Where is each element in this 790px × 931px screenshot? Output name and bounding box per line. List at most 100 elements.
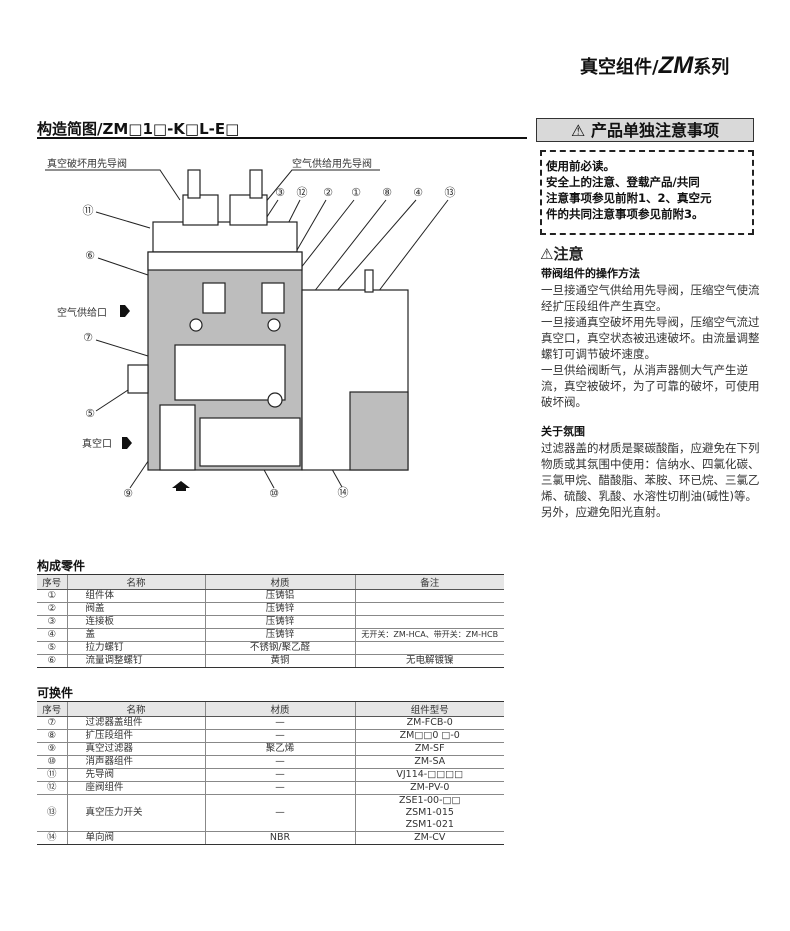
cell-material: 压铸锌 <box>204 628 355 642</box>
must-read-line: 件的共同注意事项参见前附3。 <box>546 207 704 221</box>
silencer <box>199 417 301 467</box>
supply-arrow-icon <box>120 305 130 317</box>
callout-12: ⑫ <box>297 186 308 199</box>
cell-no: ⑧ <box>37 729 67 743</box>
cell-material: 压铸锌 <box>204 615 355 629</box>
leader-supply-valve <box>254 169 380 216</box>
vacuum-arrow-icon <box>122 437 132 449</box>
cell-material: — <box>204 716 355 730</box>
cell-no: ② <box>37 602 67 616</box>
cell-material: — <box>204 794 355 832</box>
cell-name: 拉力螺钉 <box>66 641 205 655</box>
cell-material: 黄铜 <box>204 654 355 668</box>
cell-name: 连接板 <box>66 615 205 629</box>
cell-no: ⑭ <box>37 831 67 845</box>
cell-model: ZM-SA <box>354 755 504 769</box>
cell-note: 无电解镀镍 <box>354 654 504 668</box>
structure-diagram: 真空破坏用先导阀 空气供给用先导阀 空气供给口 真空口 ⑪ ⑥ ⑦ ⑤ ⑨ ⑩ … <box>45 157 456 500</box>
cell-note <box>354 641 504 655</box>
notice-heading: ⚠注意 <box>540 245 584 263</box>
col-header: 备注 <box>354 574 504 590</box>
callout-11: ⑪ <box>83 204 94 217</box>
col-header: 名称 <box>66 701 205 717</box>
col-header: 材质 <box>204 574 355 590</box>
section-title: 构造简图/ZM□1□-K□L-E□ <box>37 120 240 138</box>
cell-name: 单向阀 <box>66 831 205 845</box>
cell-note <box>354 615 504 629</box>
callout-7: ⑦ <box>83 331 93 344</box>
cell-name: 真空过滤器 <box>66 742 205 756</box>
col-header: 组件型号 <box>354 701 504 717</box>
series-suffix: 系列 <box>693 57 730 78</box>
must-read-line: 注意事项参见前附1、2、真空元 <box>546 191 712 205</box>
cell-note: 无开关：ZM-HCA、带开关：ZM-HCB <box>354 628 504 642</box>
parts-table-title: 构成零件 <box>37 559 86 573</box>
cell-material: 压铸锌 <box>204 602 355 616</box>
series-cn: 真空组件/ <box>580 57 659 78</box>
callout-10: ⑩ <box>269 487 279 500</box>
callout-14: ⑭ <box>338 486 349 499</box>
cell-no: ⑫ <box>37 781 67 795</box>
col-header: 材质 <box>204 701 355 717</box>
series-header: 真空组件/ZM系列 <box>580 52 729 80</box>
callout-1: ① <box>351 186 361 199</box>
cell-no: ⑤ <box>37 641 67 655</box>
cell-model: ZM-CV <box>354 831 504 845</box>
environment-para: 过滤器盖的材质是聚碳酸酯，应避免在下列物质或其氛围中使用：信纳水、四氯化碳、三氯… <box>541 441 760 503</box>
environment-para: 另外，应避免阳光直射。 <box>541 505 668 519</box>
table-header-row: 序号 名称 材质 组件型号 <box>37 701 504 717</box>
col-header: 序号 <box>37 701 67 717</box>
exhaust-arrow-icon <box>172 481 190 491</box>
callout-3: ③ <box>275 186 285 199</box>
callout-13: ⑬ <box>445 186 456 199</box>
cell-name: 阀盖 <box>66 602 205 616</box>
operation-section: 带阀组件的操作方法 一旦接通空气供给用先导阀，压缩空气使流经扩压段组件产生真空。… <box>541 266 761 410</box>
cell-name: 流量调整螺钉 <box>66 654 205 668</box>
callout-9: ⑨ <box>123 487 133 500</box>
must-read-box: 使用前必读。 安全上的注意、登载产品/共同 注意事项参见前附1、2、真空元 件的… <box>540 150 754 235</box>
table-header-row: 序号 名称 材质 备注 <box>37 574 504 590</box>
cell-no: ⑨ <box>37 742 67 756</box>
cell-no: ⑦ <box>37 716 67 730</box>
cell-material: — <box>204 768 355 782</box>
label-supply-port: 空气供给口 <box>57 306 107 319</box>
callout-5: ⑤ <box>85 407 95 420</box>
cell-material: NBR <box>204 831 355 845</box>
model-line: ZSE1-00-□□ <box>399 795 461 806</box>
cell-model: ZM-PV-0 <box>354 781 504 795</box>
cell-no: ⑩ <box>37 755 67 769</box>
cell-material: — <box>204 781 355 795</box>
cell-no: ③ <box>37 615 67 629</box>
must-read-line: 使用前必读。 <box>546 159 615 173</box>
cell-material: 聚乙烯 <box>204 742 355 756</box>
cell-no: ④ <box>37 628 67 642</box>
cell-material: 不锈钢/聚乙醛 <box>204 641 355 655</box>
section-rule <box>37 137 527 139</box>
cell-no: ⑪ <box>37 768 67 782</box>
cell-name: 消声器组件 <box>66 755 205 769</box>
replaceable-table-title: 可换件 <box>37 686 74 700</box>
label-vacuum-port: 真空口 <box>82 437 112 450</box>
label-supply-valve: 空气供给用先导阀 <box>292 157 372 170</box>
cell-name: 过滤器盖组件 <box>66 716 205 730</box>
col-header: 序号 <box>37 574 67 590</box>
cell-name: 真空压力开关 <box>66 794 205 832</box>
pilot-valve-base <box>152 221 298 253</box>
cell-no: ⑬ <box>37 794 67 832</box>
cell-model: ZM-FCB-0 <box>354 716 504 730</box>
cell-material: 压铸铝 <box>204 589 355 603</box>
